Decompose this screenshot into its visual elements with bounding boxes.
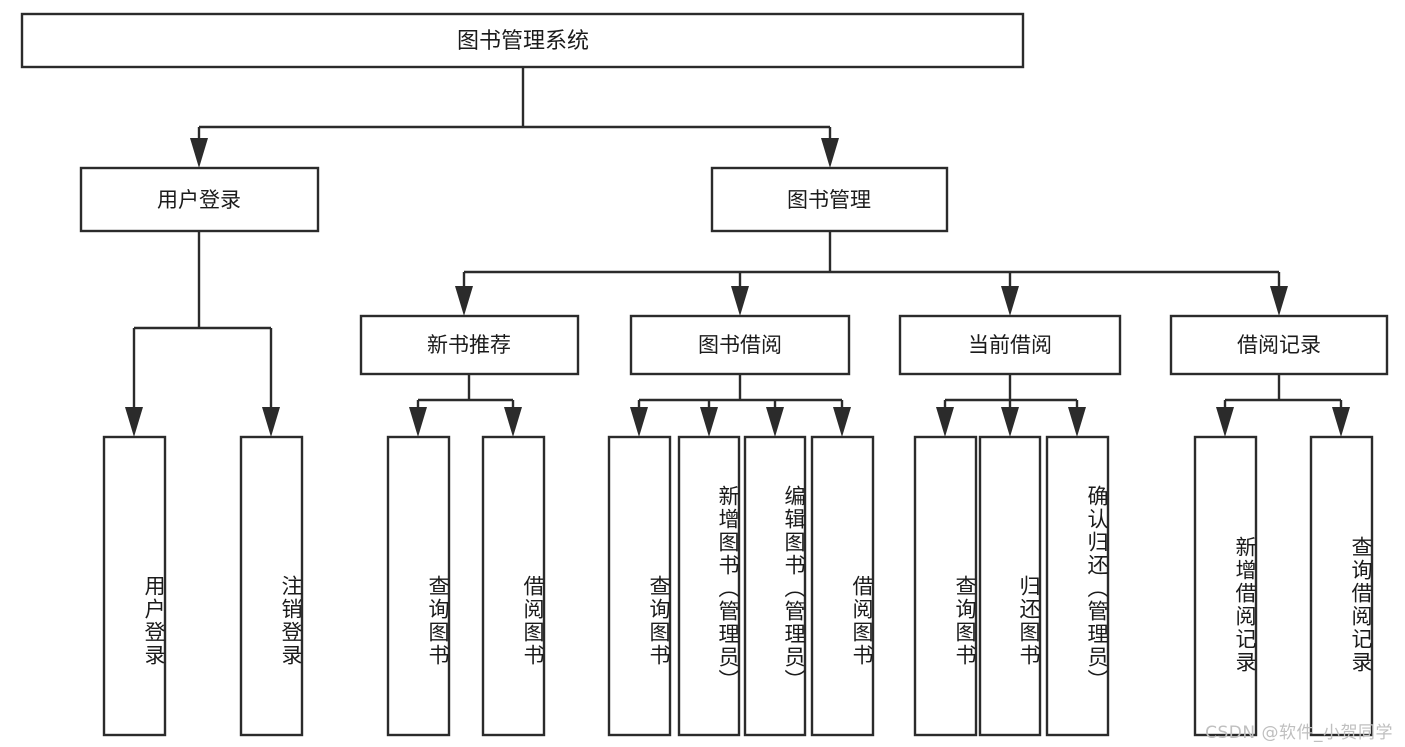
- connector-group-bookborrow-to-leaves: [630, 374, 851, 437]
- node-box-borrow-record[interactable]: [1169, 314, 1389, 376]
- leaf-box-query-borrow-record[interactable]: [1309, 435, 1374, 737]
- node-box-user-login[interactable]: [79, 166, 320, 233]
- arrow-head-icon-to-current-borrow: [1001, 286, 1019, 316]
- arrow-head-icon-to-book-management: [821, 138, 839, 168]
- arrow-head-icon-leaf-2: [262, 407, 280, 437]
- leaf-box-logout[interactable]: [239, 435, 304, 737]
- leaf-box-add-borrow-record[interactable]: [1193, 435, 1258, 737]
- leaf-box-borrow-book-1[interactable]: [481, 435, 546, 737]
- arrow-head-icon-to-book-borrow: [731, 286, 749, 316]
- node-box-root[interactable]: [20, 12, 1025, 69]
- node-label-book-borrow: 图书借阅: [698, 333, 782, 357]
- node-label-new-book-recommend: 新书推荐: [427, 333, 511, 357]
- node-box-new-book-recommend[interactable]: [359, 314, 580, 376]
- leaf-box-return-book[interactable]: [978, 435, 1042, 737]
- arrow-head-icon-to-new-book-recommend: [455, 286, 473, 316]
- leaf-box-add-book-admin[interactable]: [677, 435, 741, 737]
- arrow-head-icon-leaf-8: [833, 407, 851, 437]
- arrow-head-icon-to-user-login: [190, 138, 208, 168]
- leaf-box-user-login[interactable]: [102, 435, 167, 737]
- connector-group-newbook-to-leaves: [409, 374, 522, 437]
- node-label-borrow-record: 借阅记录: [1237, 333, 1321, 357]
- arrow-head-icon-leaf-9: [936, 407, 954, 437]
- leaf-box-query-book-3[interactable]: [913, 435, 978, 737]
- leaf-box-confirm-return-admin[interactable]: [1045, 435, 1110, 737]
- arrow-head-icon-leaf-5: [630, 407, 648, 437]
- node-label-book-management: 图书管理: [787, 188, 871, 212]
- node-label-current-borrow: 当前借阅: [968, 333, 1052, 357]
- connector-group-bookmgmt-to-level2: [455, 231, 1288, 316]
- node-box-current-borrow[interactable]: [898, 314, 1122, 376]
- connector-group-userlogin-to-leaves: [125, 231, 280, 437]
- arrow-head-icon-leaf-7: [766, 407, 784, 437]
- arrow-head-icon-leaf-6: [700, 407, 718, 437]
- leaf-box-borrow-book-2[interactable]: [810, 435, 875, 737]
- arrow-head-icon-leaf-12: [1216, 407, 1234, 437]
- arrow-head-icon-leaf-13: [1332, 407, 1350, 437]
- node-label-user-login: 用户登录: [157, 188, 241, 212]
- leaf-box-query-book-1[interactable]: [386, 435, 451, 737]
- csdn-watermark: CSDN @软件_小贺同学: [1205, 723, 1393, 743]
- arrow-head-icon-leaf-1: [125, 407, 143, 437]
- connector-group-currentborrow-to-leaves: [936, 374, 1086, 437]
- node-box-book-management[interactable]: [710, 166, 949, 233]
- node-label-root: 图书管理系统: [457, 29, 589, 54]
- leaf-box-query-book-2[interactable]: [607, 435, 672, 737]
- arrow-head-icon-to-borrow-record: [1270, 286, 1288, 316]
- arrow-head-icon-leaf-10: [1001, 407, 1019, 437]
- arrow-head-icon-leaf-11: [1068, 407, 1086, 437]
- arrow-head-icon-leaf-3: [409, 407, 427, 437]
- connector-group-borrowrecord-to-leaves: [1216, 374, 1350, 437]
- arrow-head-icon-leaf-4: [504, 407, 522, 437]
- connector-group-root-to-level1: [190, 67, 839, 168]
- node-box-book-borrow[interactable]: [629, 314, 851, 376]
- leaf-box-edit-book-admin[interactable]: [743, 435, 807, 737]
